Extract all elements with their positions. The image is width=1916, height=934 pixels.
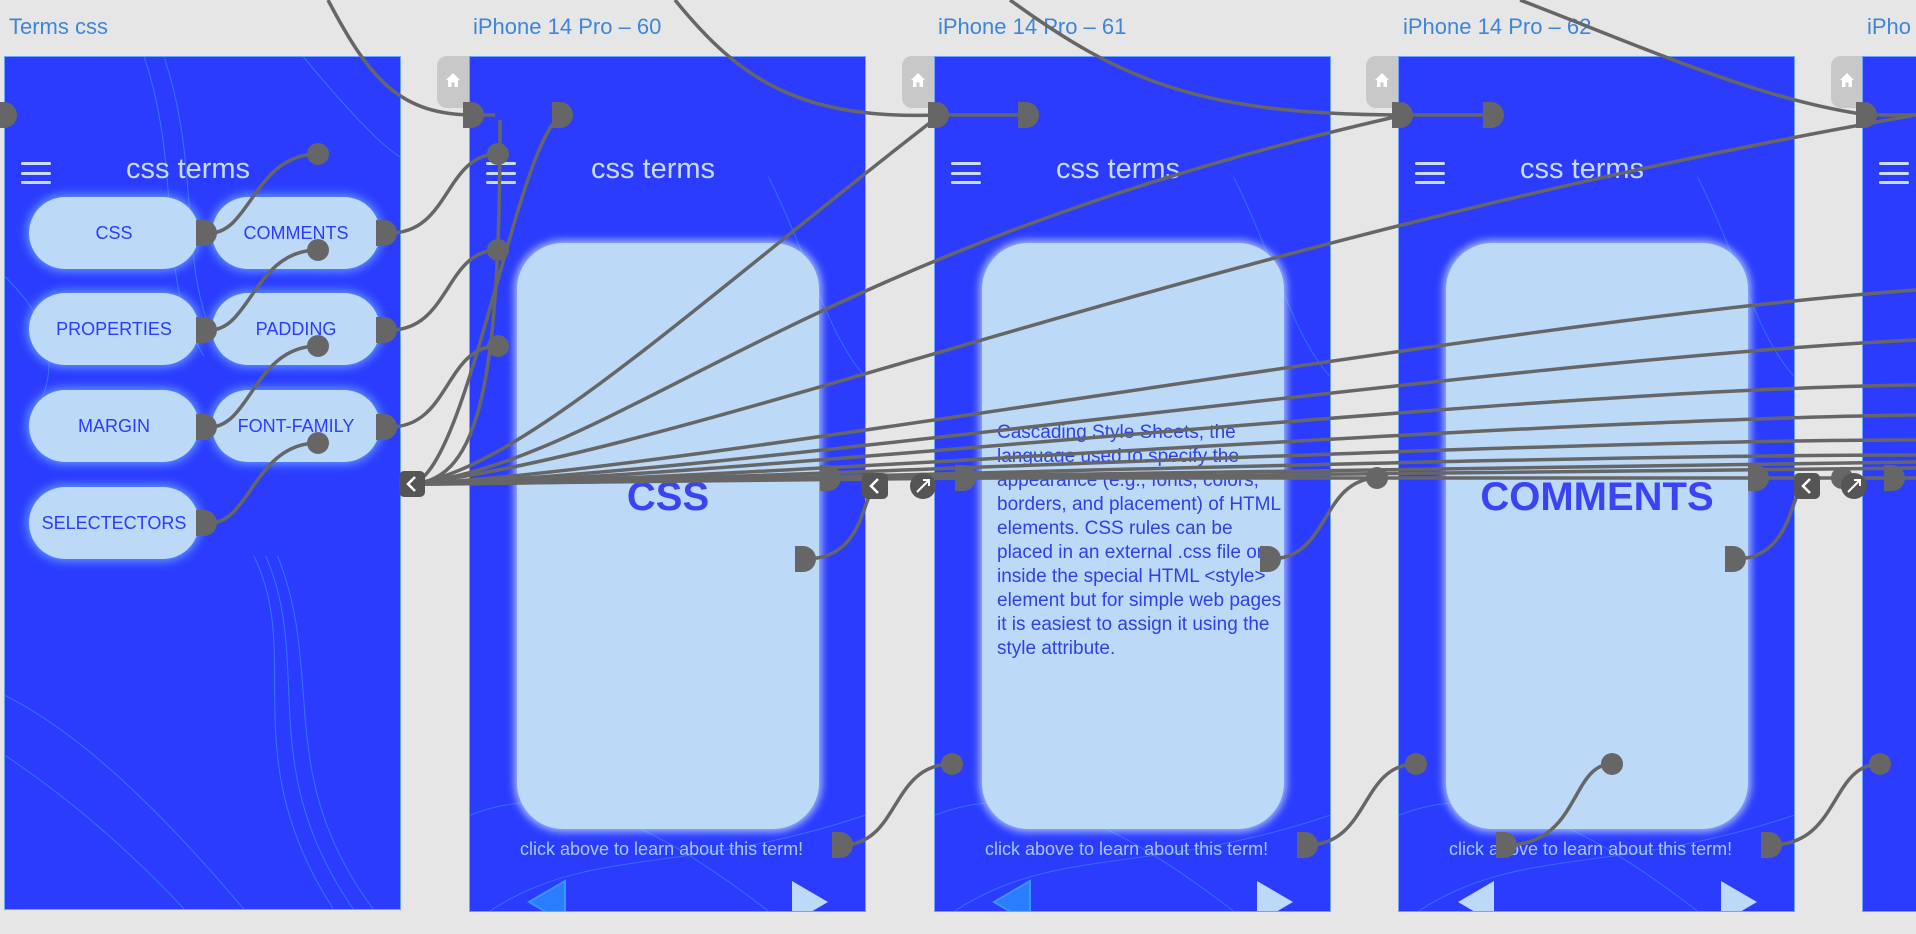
home-tab[interactable] xyxy=(1366,56,1398,108)
home-icon xyxy=(1840,73,1854,87)
triangle-right-icon[interactable] xyxy=(1253,879,1297,912)
home-icon xyxy=(446,73,460,87)
app-title: css terms xyxy=(1056,153,1181,185)
artboard-label-iphone-61[interactable]: iPhone 14 Pro – 61 xyxy=(938,14,1127,39)
artboard-label-iphone-63[interactable]: iPho xyxy=(1867,14,1912,39)
home-tab[interactable] xyxy=(1831,56,1863,108)
artboard-iphone-60[interactable]: css terms CSS click above to learn about… xyxy=(469,56,866,912)
artboard-label-iphone-60[interactable]: iPhone 14 Pro – 60 xyxy=(473,14,662,39)
hamburger-icon[interactable] xyxy=(1879,162,1909,184)
hint-text: click above to learn about this term! xyxy=(985,839,1269,859)
hint-text: click above to learn about this term! xyxy=(520,839,804,859)
app-title: css terms xyxy=(1520,153,1645,185)
term-heading: COMMENTS xyxy=(1480,475,1714,519)
term-button-comments[interactable]: COMMENTS xyxy=(212,197,380,269)
triangle-right-icon[interactable] xyxy=(1717,879,1761,912)
artboard-terms-css[interactable]: css terms CSS COMMENTS PROPERTIES PADDIN… xyxy=(4,56,401,910)
hint-text: click above to learn about this term! xyxy=(1449,839,1733,859)
artboard-label-terms-css[interactable]: Terms css xyxy=(9,14,108,39)
term-button-css[interactable]: CSS xyxy=(29,197,199,269)
hamburger-icon[interactable] xyxy=(21,162,51,184)
hamburger-icon[interactable] xyxy=(1415,162,1445,184)
triangle-left-icon[interactable] xyxy=(525,879,569,912)
artboard-iphone-61[interactable]: css terms Cascading Style Sheets, the la… xyxy=(934,56,1331,912)
term-heading: CSS xyxy=(626,475,710,519)
triangle-left-icon[interactable] xyxy=(990,879,1034,912)
term-card[interactable] xyxy=(517,243,819,829)
app-title: css terms xyxy=(126,153,251,185)
artboard-label-iphone-62[interactable]: iPhone 14 Pro – 62 xyxy=(1403,14,1592,39)
triangle-right-icon[interactable] xyxy=(788,879,832,912)
app-title: css terms xyxy=(591,153,716,185)
artboard-iphone-63[interactable] xyxy=(1862,56,1916,912)
term-button-selectectors[interactable]: SELECTECTORS xyxy=(29,487,199,559)
term-card[interactable] xyxy=(1446,243,1748,829)
home-tab[interactable] xyxy=(437,56,469,108)
home-tab[interactable] xyxy=(902,56,934,108)
triangle-left-icon[interactable] xyxy=(1454,879,1498,912)
term-button-font-family[interactable]: FONT-FAMILY xyxy=(212,390,380,462)
home-icon xyxy=(1375,73,1389,87)
term-button-padding[interactable]: PADDING xyxy=(212,293,380,365)
term-definition: Cascading Style Sheets, the language use… xyxy=(997,422,1282,659)
home-icon xyxy=(911,73,925,87)
artboard-iphone-62[interactable]: css terms COMMENTS click above to learn … xyxy=(1398,56,1795,912)
hamburger-icon[interactable] xyxy=(951,162,981,184)
hamburger-icon[interactable] xyxy=(486,162,516,184)
term-button-margin[interactable]: MARGIN xyxy=(29,390,199,462)
term-button-properties[interactable]: PROPERTIES xyxy=(29,293,199,365)
